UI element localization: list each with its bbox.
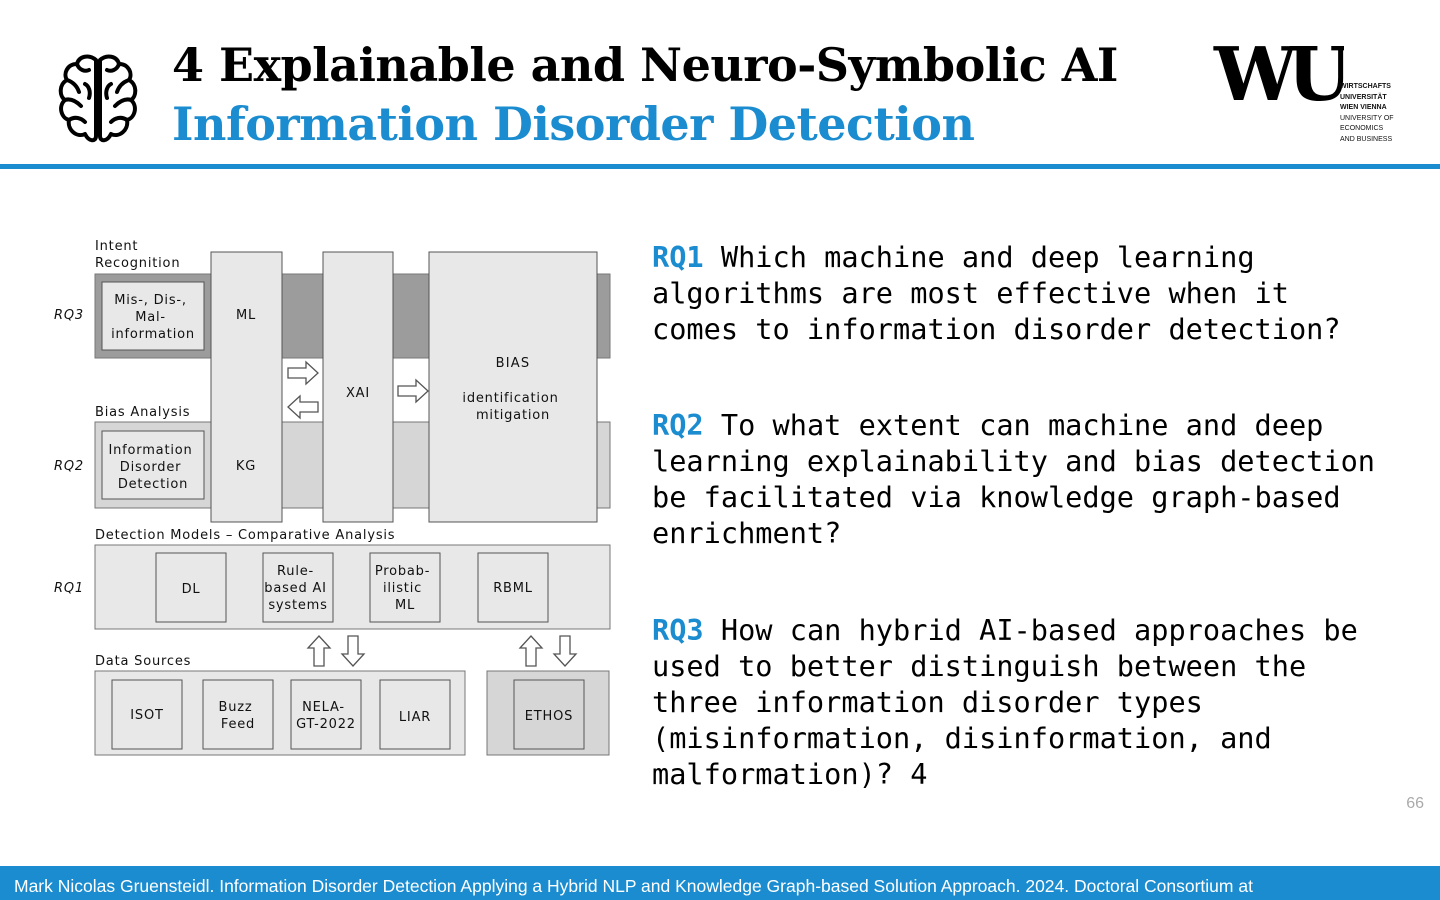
rq1-label: RQ1 bbox=[54, 581, 84, 596]
svg-text:ETHOS: ETHOS bbox=[525, 709, 573, 724]
arrow-right-icon bbox=[397, 378, 429, 404]
header-divider bbox=[0, 164, 1440, 169]
source-liar bbox=[379, 679, 451, 750]
label-bias-analysis: Bias Analysis bbox=[95, 405, 190, 420]
logo-wordmark: WIRTSCHAFTS UNIVERSITÄT WIEN VIENNA UNIV… bbox=[1340, 83, 1394, 143]
university-logo: WU WIRTSCHAFTS UNIVERSITÄT WIEN VIENNA U… bbox=[1212, 40, 1412, 150]
xai-column bbox=[322, 251, 394, 523]
arrow-right-icon bbox=[287, 360, 319, 386]
ml-label: ML bbox=[236, 308, 256, 323]
svg-text:Mis-, Dis-, Mal- infor: Mis-, Dis-, Mal- information bbox=[111, 293, 195, 342]
svg-text:LIAR: LIAR bbox=[399, 710, 431, 725]
label-detection-models: Detection Models – Comparative Analysis bbox=[95, 528, 395, 543]
xai-label: XAI bbox=[346, 386, 370, 401]
page-number: 66 bbox=[1406, 795, 1424, 812]
bias-label: BIAS bbox=[496, 356, 531, 371]
ml-kg-column bbox=[210, 251, 283, 523]
svg-text:DL: DL bbox=[182, 582, 201, 597]
page-subtitle: Information Disorder Detection bbox=[172, 97, 975, 151]
svg-text:Rule- based AI systems: Rule- based AI systems bbox=[264, 564, 331, 613]
rq-text: Which machine and deep learning algorith… bbox=[652, 240, 1341, 346]
svg-text:NELA- GT-2022: NELA- GT-2022 bbox=[296, 700, 356, 732]
arrow-left-icon bbox=[287, 394, 319, 420]
rq-text: How can hybrid AI-based approaches be us… bbox=[652, 613, 1358, 791]
rq3-label: RQ3 bbox=[54, 308, 84, 323]
bias-column bbox=[428, 251, 598, 523]
rq-label: RQ2 bbox=[652, 408, 704, 442]
source-isot bbox=[111, 679, 183, 750]
arrow-up-icon bbox=[306, 635, 332, 667]
source-buzzfeed bbox=[202, 679, 274, 750]
brain-icon bbox=[58, 54, 138, 143]
svg-text:Information Disorder D: Information Disorder Detection bbox=[109, 443, 198, 492]
rq-label: RQ1 bbox=[652, 240, 704, 274]
svg-text:WU: WU bbox=[1213, 40, 1344, 110]
rq-label: RQ3 bbox=[652, 613, 704, 647]
label-intent: Intent bbox=[95, 239, 138, 254]
source-nela bbox=[290, 679, 362, 750]
svg-text:identification mitigation: identification mitigation bbox=[462, 391, 563, 423]
model-dl bbox=[155, 552, 227, 623]
label-recognition: Recognition bbox=[95, 256, 180, 271]
source-ethos bbox=[513, 679, 585, 750]
page-title: 4 Explainable and Neuro-Symbolic AI bbox=[172, 38, 1118, 92]
misinfo-box bbox=[101, 281, 205, 351]
info-disorder-box bbox=[101, 430, 205, 500]
arrow-down-icon bbox=[340, 635, 366, 667]
model-rbml bbox=[477, 552, 549, 623]
wu-logo-mark: WU bbox=[1213, 40, 1344, 110]
rq-text: To what extent can machine and deep lear… bbox=[652, 408, 1376, 550]
model-rule-based bbox=[262, 552, 334, 623]
footer-citation: Mark Nicolas Gruensteidl. Information Di… bbox=[0, 866, 1440, 900]
svg-text:RBML: RBML bbox=[493, 581, 533, 596]
model-probabilistic bbox=[369, 552, 441, 623]
arrow-down-icon bbox=[552, 635, 578, 667]
arrow-up-icon bbox=[518, 635, 544, 667]
research-question-3: RQ3 How can hybrid AI-based approaches b… bbox=[652, 612, 1392, 792]
research-question-2: RQ2 To what extent can machine and deep … bbox=[652, 407, 1392, 551]
svg-text:ISOT: ISOT bbox=[130, 708, 163, 723]
svg-text:Probab- ilistic ML: Probab- ilistic ML bbox=[375, 564, 435, 613]
kg-label: KG bbox=[236, 459, 256, 474]
label-data-sources: Data Sources bbox=[95, 654, 191, 669]
research-question-1: RQ1 Which machine and deep learning algo… bbox=[652, 239, 1392, 347]
svg-text:Buzz Feed: Buzz Feed bbox=[219, 700, 258, 732]
rq2-label: RQ2 bbox=[54, 459, 84, 474]
research-framework-diagram: Intent Recognition Mis-, Dis-, Mal- info… bbox=[54, 239, 611, 756]
